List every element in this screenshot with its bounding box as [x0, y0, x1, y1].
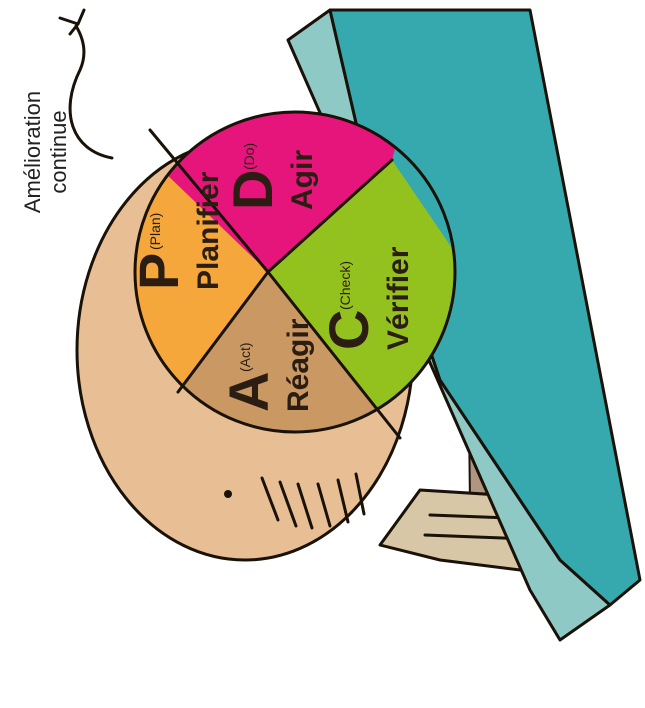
caption-line-1: Amélioration: [20, 91, 45, 213]
act-word: Réagir: [282, 318, 315, 412]
continuous-improvement-caption: Amélioration continue: [20, 91, 71, 213]
check-english: (Check): [337, 261, 353, 310]
plan-letter: P: [127, 253, 190, 290]
do-english: (Do): [241, 143, 257, 170]
check-letter: C: [317, 310, 380, 350]
caption-line-2: continue: [46, 110, 71, 193]
do-word: Agir: [286, 150, 319, 210]
plan-english: (Plan): [147, 213, 163, 250]
do-letter: D: [221, 170, 284, 210]
act-english: (Act): [237, 342, 253, 372]
act-letter: A: [217, 372, 280, 412]
check-word: Vérifier: [382, 246, 415, 350]
